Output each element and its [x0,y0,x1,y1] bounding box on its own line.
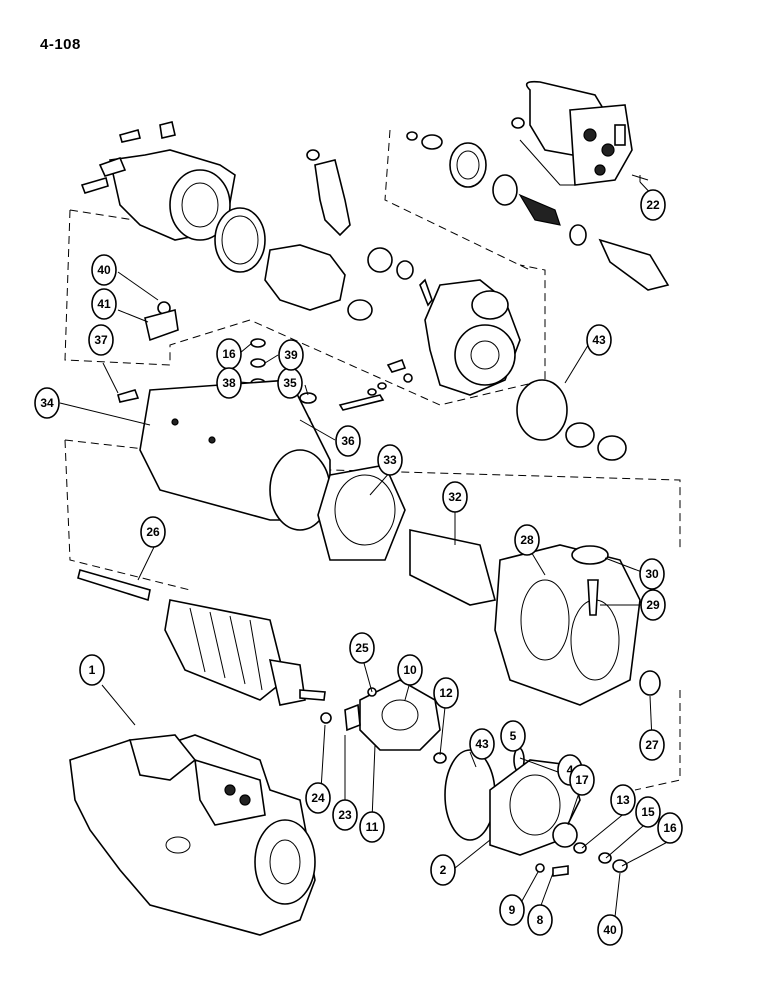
callout-26: 26 [140,516,166,548]
callout-label: 11 [366,820,379,834]
callout-label: 36 [341,434,355,448]
callout-12: 12 [433,677,459,709]
callout-label: 38 [222,376,236,390]
callout-11: 11 [359,811,385,843]
callout-label: 4 [567,763,574,777]
small-hardware-upper [117,301,413,426]
callout-label: 41 [97,297,111,311]
callout-27: 27 [639,729,665,761]
callout-label: 32 [448,490,462,504]
callout-8: 8 [527,904,553,936]
callout-label: 12 [439,686,453,700]
callout-40-upper: 40 [91,254,117,286]
callout-label: 23 [338,808,352,822]
solenoid [511,80,633,186]
callout-label: 43 [592,333,606,347]
end-washer [639,670,661,696]
callout-13: 13 [610,784,636,816]
gear-housing [424,279,521,396]
callout-label: 43 [475,737,489,751]
callout-label: 17 [575,773,589,787]
callout-33: 33 [377,444,403,476]
callout-17: 17 [569,764,595,796]
callout-label: 40 [603,923,617,937]
callout-label: 28 [520,533,534,547]
callout-36: 36 [335,425,361,457]
callout-label: 26 [146,525,160,539]
callout-label: 35 [283,376,297,390]
callout-34: 34 [34,387,60,419]
drive-pinion [264,244,433,321]
callout-5: 5 [500,720,526,752]
callout-label: 16 [222,347,236,361]
callout-label: 13 [616,793,630,807]
callout-label: 29 [646,598,660,612]
commutator-end-frame [489,759,628,877]
callout-label: 33 [383,453,397,467]
callout-label: 40 [97,263,111,277]
callout-label: 27 [645,738,659,752]
callout-label: 39 [284,348,298,362]
o-ring-lower [444,749,496,841]
field-segment [409,529,496,606]
callout-32: 32 [442,481,468,513]
callout-label: 2 [440,863,447,877]
callout-22: 22 [640,189,666,221]
assembled-starter-motor [69,734,316,936]
callout-37: 37 [88,324,114,356]
callout-label: 16 [663,821,677,835]
callout-40-lower: 40 [597,914,623,946]
callout-23: 23 [332,799,358,831]
callout-label: 34 [40,396,54,410]
callout-label: 15 [641,805,655,819]
callout-29: 29 [640,589,666,621]
callout-label: 5 [510,729,517,743]
callout-24: 24 [305,782,331,814]
callout-39: 39 [278,339,304,371]
armature [77,569,326,706]
shift-lever [306,149,351,237]
callout-43-lower: 43 [469,728,495,760]
solenoid-plunger-parts [406,131,670,291]
callout-15: 15 [635,796,661,828]
frame-housing [139,379,331,531]
callout-label: 30 [645,567,659,581]
callout-label: 22 [646,198,660,212]
callout-28: 28 [514,524,540,556]
callout-30: 30 [639,558,665,590]
callout-label: 25 [355,641,369,655]
pole-shoe [317,464,406,561]
callout-35: 35 [277,367,303,399]
drive-end-housing [80,121,266,273]
callout-2: 2 [430,854,456,886]
callout-label: 10 [403,663,417,677]
callout-label: 37 [94,333,108,347]
callout-1: 1 [79,654,105,686]
field-coils [494,544,641,706]
o-ring-upper [516,379,568,441]
callout-25: 25 [349,632,375,664]
callout-10: 10 [397,654,423,686]
callout-label: 24 [311,791,325,805]
callout-16-upper: 16 [216,338,242,370]
callout-label: 8 [537,913,544,927]
callout-38: 38 [216,367,242,399]
brush-holder [344,679,441,751]
page-number: 4-108 [40,36,81,53]
callout-9: 9 [499,894,525,926]
callout-43-upper: 43 [586,324,612,356]
bushings [565,422,627,461]
callout-16-lower: 16 [657,812,683,844]
callout-label: 1 [89,663,96,677]
callout-label: 9 [509,903,516,917]
callout-41: 41 [91,288,117,320]
